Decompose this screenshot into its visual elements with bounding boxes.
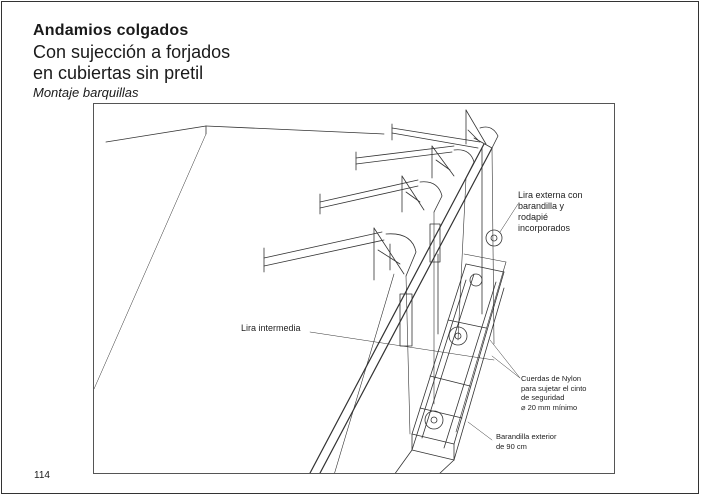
page-subtitle-line2: en cubiertas sin pretil [33, 63, 204, 83]
hanging-platform [394, 253, 507, 473]
suspension-cables [405, 147, 495, 435]
leader-lines [309, 203, 521, 441]
label-lira-intermedia: Lira intermedia [241, 323, 301, 333]
label-cuerdas-nylon: Cuerdas de Nylon para sujetar el cinto d… [521, 374, 587, 412]
section-title: Montaje barquillas [33, 85, 139, 100]
scaffold-illustration: Lira externa con barandilla y rodapié in… [93, 103, 615, 474]
support-posts [399, 147, 483, 347]
page-title: Andamios colgados [33, 22, 189, 39]
outrigger-beams [263, 109, 499, 281]
winch-liras [424, 229, 503, 430]
label-lira-externa: Lira externa con barandilla y rodapié in… [518, 190, 583, 233]
title-block: Andamios colgados Con sujección a forjad… [33, 20, 230, 101]
label-barandilla-exterior: Barandilla exterior de 90 cm [496, 432, 557, 451]
page-number: 114 [34, 470, 50, 481]
page-subtitle-line1: Con sujección a forjados [33, 42, 231, 62]
roof-slab [94, 125, 493, 473]
scaffold-drawing [94, 109, 521, 473]
